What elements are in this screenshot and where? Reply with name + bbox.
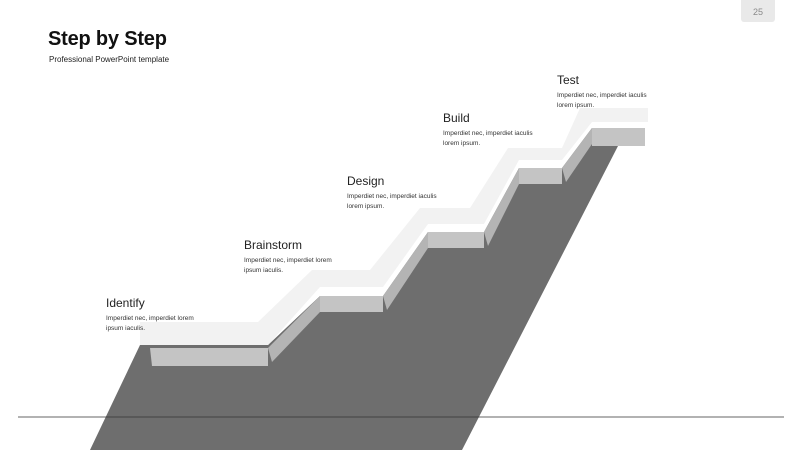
riser-side-2 xyxy=(383,232,428,310)
step-brainstorm: Brainstorm Imperdiet nec, imperdiet lore… xyxy=(244,238,354,276)
riser-side-1 xyxy=(268,296,320,362)
step-description: Imperdiet nec, imperdiet lorem ipsum iac… xyxy=(106,315,194,332)
slide-subtitle: Professional PowerPoint template xyxy=(49,55,170,64)
slide-title: Step by Step xyxy=(48,28,167,50)
page-number: 25 xyxy=(752,7,763,17)
riser-side-3 xyxy=(484,168,519,246)
riser-build xyxy=(519,168,562,184)
riser-identify xyxy=(150,348,268,366)
step-title: Brainstorm xyxy=(244,238,303,252)
step-design: Design Imperdiet nec, imperdiet iaculis … xyxy=(347,174,457,212)
step-title: Identify xyxy=(106,296,145,310)
riser-side-4 xyxy=(562,128,592,182)
riser-test xyxy=(592,128,645,146)
step-title: Test xyxy=(557,73,580,87)
step-description: Imperdiet nec, imperdiet iaculis lorem i… xyxy=(557,92,647,109)
step-description: Imperdiet nec, imperdiet iaculis lorem i… xyxy=(347,193,437,210)
step-identify: Identify Imperdiet nec, imperdiet lorem … xyxy=(106,296,216,334)
step-build: Build Imperdiet nec, imperdiet iaculis l… xyxy=(443,111,553,149)
riser-brainstorm xyxy=(320,296,383,312)
page-number-badge: 25 xyxy=(741,0,775,22)
riser-design xyxy=(428,232,484,248)
step-description: Imperdiet nec, imperdiet lorem ipsum iac… xyxy=(244,257,332,274)
step-test: Test Imperdiet nec, imperdiet iaculis lo… xyxy=(557,73,667,111)
step-description: Imperdiet nec, imperdiet iaculis lorem i… xyxy=(443,130,533,147)
step-title: Design xyxy=(347,174,385,188)
step-title: Build xyxy=(443,111,470,125)
